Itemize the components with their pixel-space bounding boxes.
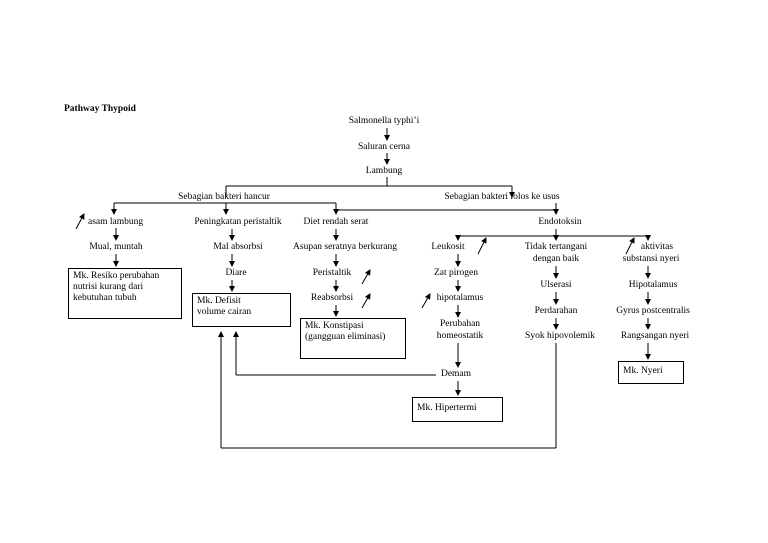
node-salmonella: Salmonella typhi’i xyxy=(348,116,420,126)
box-resiko-line-1: Mk. Resiko perubahan xyxy=(73,271,160,281)
box-nyeri-line-1: Mk. Nyeri xyxy=(623,366,663,376)
node-reabsorbsi: Reabsorbsi xyxy=(310,293,354,303)
node-peningkatan-peristaltik: Peningkatan peristaltik xyxy=(194,217,282,227)
node-tidak-tertangani: Tidak tertangani xyxy=(524,242,588,252)
node-syok-hipovolemik: Syok hipovolemik xyxy=(525,331,595,341)
box-mk-nyeri: Mk. Nyeri xyxy=(618,361,684,384)
node-hipotalamus: hipotalamus xyxy=(436,293,484,303)
node-sebagian-hancur: Sebagian bakteri hancur xyxy=(178,192,270,202)
node-rangsangan-nyeri: Rangsangan nyeri xyxy=(620,331,690,341)
node-sebagian-lolos: Sebagian bakteri lolos ke usus xyxy=(444,192,560,202)
node-leukosit: Leukosit xyxy=(431,242,465,252)
node-endotoksin: Endotoksin xyxy=(538,217,582,227)
node-gyrus-postcentralis: Gyrus postcentralis xyxy=(616,306,690,316)
box-konstipasi-line-2: (gangguan eliminasi) xyxy=(305,332,386,342)
node-dengan-baik: dengan baik xyxy=(532,254,580,264)
box-hipertermi-line-1: Mk. Hipertermi xyxy=(417,403,477,413)
box-resiko-line-2: nutrisi kurang dari xyxy=(73,282,144,292)
node-diet-rendah-serat: Diet rendah serat xyxy=(303,217,369,227)
node-mal-absorbsi: Mal absorbsi xyxy=(213,242,263,252)
page-title: Pathway Thypoid xyxy=(64,104,136,114)
node-homeostatik: homeostatik xyxy=(436,331,484,341)
node-zat-pirogen: Zat pirogen xyxy=(433,268,479,278)
box-resiko-line-3: kebutuhan tubuh xyxy=(73,293,137,303)
box-mk-hipertermi: Mk. Hipertermi xyxy=(412,397,503,422)
node-aktivitas: aktivitas xyxy=(640,242,674,252)
node-lambung: Lambung xyxy=(365,166,403,176)
node-substansi-nyeri: substansi nyeri xyxy=(622,254,680,264)
box-mk-resiko: Mk. Resiko perubahan nutrisi kurang dari… xyxy=(68,268,182,319)
node-asupan-serat: Asupan seratnya berkurang xyxy=(293,242,397,252)
node-asam-lambung: asam lambung xyxy=(88,217,144,227)
node-mual-muntah: Mual, muntah xyxy=(89,242,143,252)
box-mk-konstipasi: Mk. Konstipasi (gangguan eliminasi) xyxy=(300,318,406,359)
node-hipotalamus-2: Hipotalamus xyxy=(628,280,678,290)
box-defisit-line-2: volume cairan xyxy=(197,307,252,317)
box-mk-defisit: Mk. Defisit volume cairan xyxy=(192,293,291,327)
node-perdarahan: Perdarahan xyxy=(534,306,578,316)
node-diare: Diare xyxy=(225,268,247,278)
box-konstipasi-line-1: Mk. Konstipasi xyxy=(305,321,364,331)
node-demam: Demam xyxy=(440,369,472,379)
node-saluran-cerna: Saluran cerna xyxy=(358,142,410,152)
node-perubahan: Perubahan xyxy=(439,319,481,329)
box-defisit-line-1: Mk. Defisit xyxy=(197,296,241,306)
node-ulserasi: Ulserasi xyxy=(540,280,572,290)
node-peristaltik: Peristaltik xyxy=(312,268,352,278)
